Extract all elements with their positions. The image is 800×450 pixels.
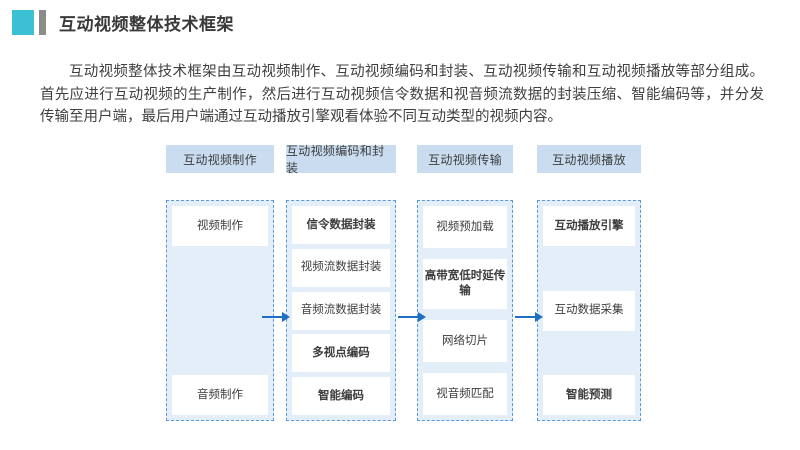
node-interactive-playback-engine[interactable]: 互动播放引擎 <box>543 206 635 246</box>
arrow-production-to-encoding-icon <box>262 312 290 322</box>
arrow-shaft <box>515 316 536 318</box>
arrow-head <box>535 312 543 322</box>
diagram-column-playback: 互动视频播放 互动播放引擎 互动数据采集 智能预测 <box>537 145 641 421</box>
column-body-production: 视频制作 音频制作 <box>166 200 274 421</box>
diagram-column-encoding: 互动视频编码和封装 信令数据封装 视频流数据封装 音频流数据封装 多视点编码 智… <box>286 144 396 421</box>
arrow-encoding-to-transmission-icon <box>398 312 426 322</box>
arrow-shaft <box>262 316 283 318</box>
column-body-playback: 互动播放引擎 互动数据采集 智能预测 <box>537 200 641 421</box>
node-intelligent-encoding[interactable]: 智能编码 <box>292 377 390 415</box>
body-paragraph: 互动视频整体技术框架由互动视频制作、互动视频编码和封装、互动视频传输和互动视频播… <box>40 64 764 125</box>
page-title: 互动视频整体技术框架 <box>59 14 234 34</box>
page-header: 互动视频整体技术框架 <box>0 0 800 44</box>
node-signaling-data-encapsulation[interactable]: 信令数据封装 <box>292 206 390 244</box>
node-high-bandwidth-low-latency-transmission[interactable]: 高带宽低时延传 输 <box>423 259 507 309</box>
arrow-head <box>418 312 426 322</box>
node-audio-video-matching[interactable]: 视音频匹配 <box>423 373 507 415</box>
technical-framework-diagram: 互动视频制作 视频制作 音频制作 互动视频编码和封装 信令数据封装 视频流数据封… <box>0 144 800 430</box>
column-header-production: 互动视频制作 <box>166 145 274 173</box>
column-header-transmission: 互动视频传输 <box>417 145 513 173</box>
node-video-production[interactable]: 视频制作 <box>172 206 268 246</box>
node-intelligent-prediction[interactable]: 智能预测 <box>543 375 635 415</box>
node-video-preloading[interactable]: 视频预加载 <box>423 206 507 248</box>
arrow-head <box>282 312 290 322</box>
column-header-playback: 互动视频播放 <box>537 145 641 173</box>
column-header-encoding: 互动视频编码和封装 <box>286 144 396 175</box>
column-body-transmission: 视频预加载 高带宽低时延传 输 网络切片 视音频匹配 <box>417 200 513 421</box>
arrow-shaft <box>398 316 419 318</box>
node-audio-production[interactable]: 音频制作 <box>172 375 268 415</box>
node-network-slicing[interactable]: 网络切片 <box>423 320 507 362</box>
node-audio-stream-encapsulation[interactable]: 音频流数据封装 <box>292 291 390 330</box>
diagram-column-production: 互动视频制作 视频制作 音频制作 <box>166 145 274 421</box>
title-accent-gray-bar <box>39 9 46 35</box>
node-video-stream-encapsulation[interactable]: 视频流数据封装 <box>292 248 390 287</box>
node-interactive-data-collection[interactable]: 互动数据采集 <box>543 290 635 331</box>
column-body-encoding: 信令数据封装 视频流数据封装 音频流数据封装 多视点编码 智能编码 <box>286 200 396 421</box>
title-accent-cyan-block <box>12 9 34 35</box>
node-multiview-encoding[interactable]: 多视点编码 <box>292 334 390 373</box>
arrow-transmission-to-playback-icon <box>515 312 543 322</box>
diagram-column-transmission: 互动视频传输 视频预加载 高带宽低时延传 输 网络切片 视音频匹配 <box>417 145 513 421</box>
